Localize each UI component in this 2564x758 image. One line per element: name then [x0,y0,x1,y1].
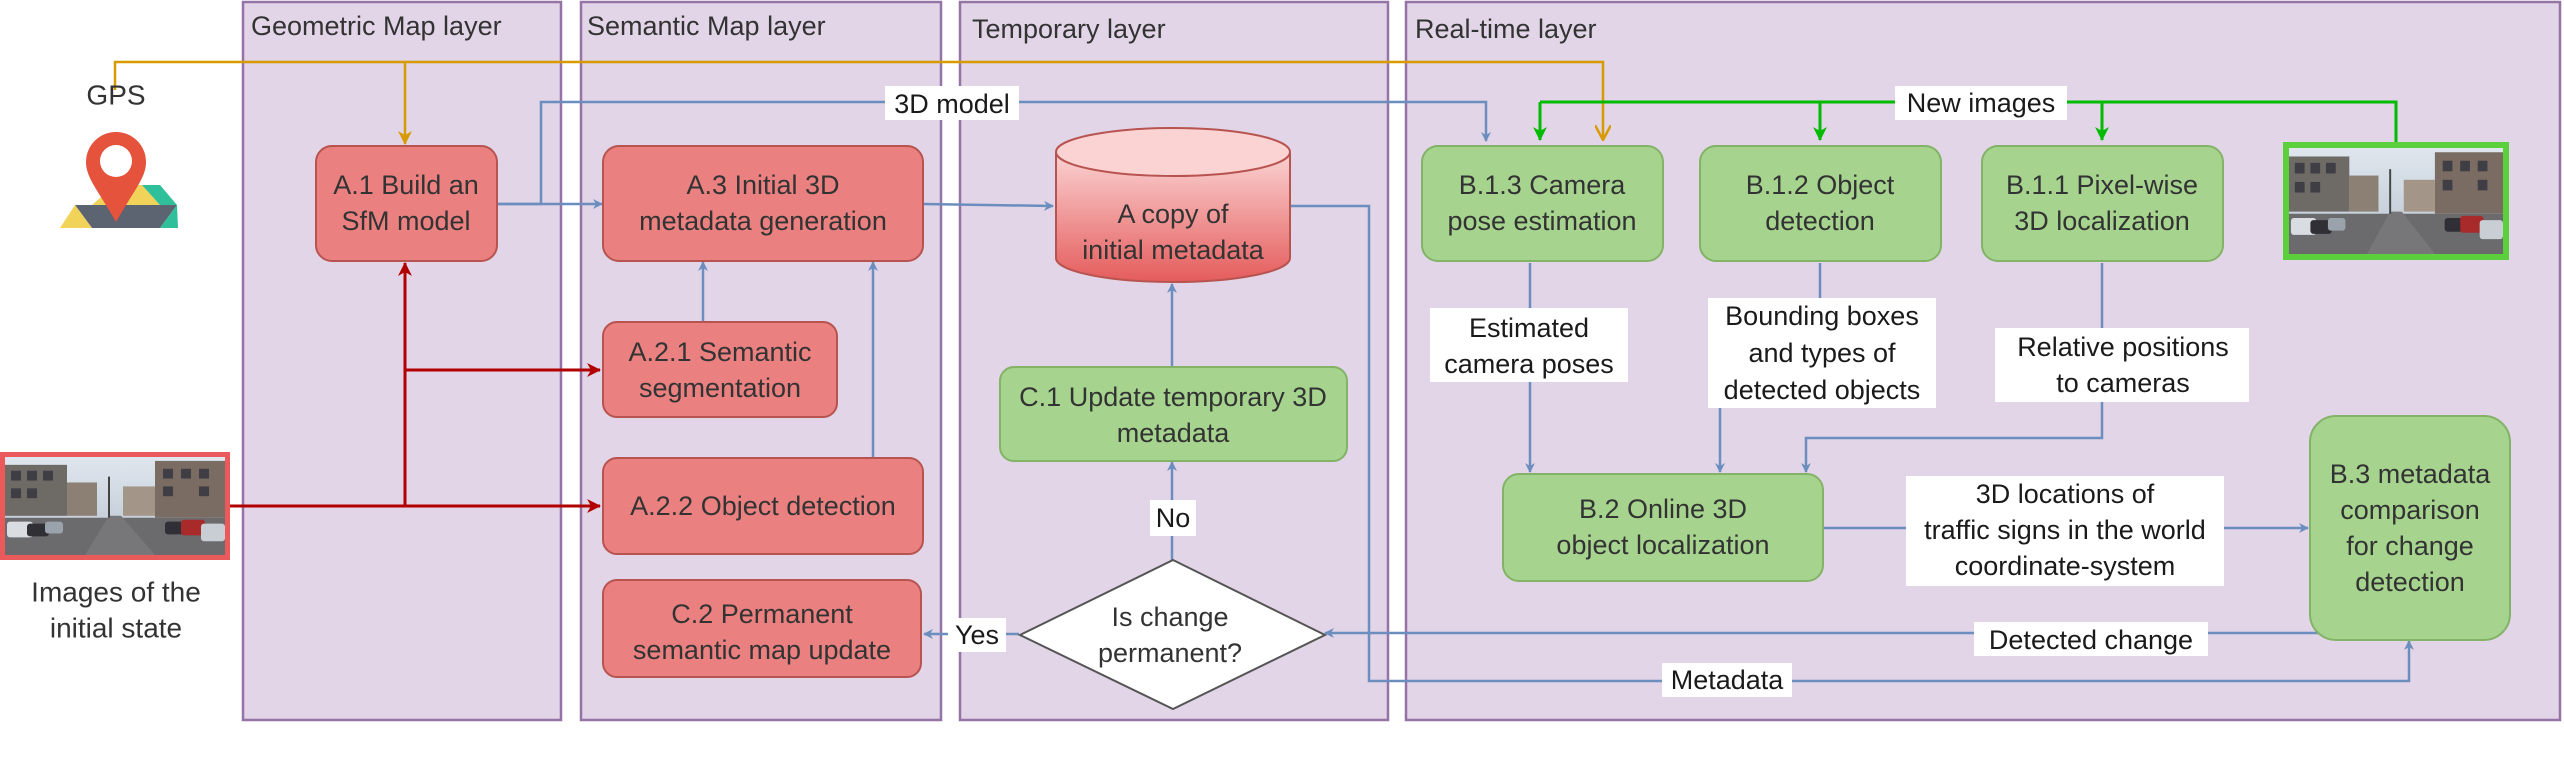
node-a22-line1: A.2.2 Object detection [630,491,896,521]
initial-images-label-line1: Images of the [31,577,201,608]
node-a1: A.1 Build an SfM model [315,145,498,262]
new-image-input [2283,142,2509,260]
node-b2-line2: object localization [1556,530,1769,560]
node-decision: Is change permanent? [1017,558,1328,711]
label-estimated-poses-line2: camera poses [1444,349,1614,379]
node-b12: B.1.2 Object detection [1699,145,1942,262]
initial-images-label-line2: initial state [50,613,182,644]
edge-a3-to-db [923,200,1054,211]
node-a3-line2: metadata generation [639,206,887,236]
edge-gps-to-b13 [405,60,1603,140]
edge-new-images [1540,100,2398,142]
node-b13: B.1.3 Camera pose estimation [1421,145,1664,262]
node-a22: A.2.2 Object detection [602,457,924,555]
node-b12-line2: detection [1765,206,1875,236]
lane-geometric-map: Geometric Map layer [241,0,563,722]
node-a1-line2: SfM model [341,206,470,236]
node-a21: A.2.1 Semantic segmentation [602,321,838,418]
node-b3-line4: detection [2355,567,2465,597]
node-b2: B.2 Online 3D object localization [1502,473,1824,582]
label-new-images-text: New images [1907,88,2056,118]
street-photo-initial [5,457,225,555]
node-db-line2: initial metadata [1082,235,1265,265]
label-bounding-boxes-line2: and types of [1748,338,1896,368]
node-b3-line3: for change [2346,531,2474,561]
label-3d-model-text: 3D model [894,89,1010,119]
node-c1-line2: metadata [1117,418,1231,448]
node-decision-line2: permanent? [1098,638,1242,668]
gps-input: GPS [60,80,178,228]
node-a3: A.3 Initial 3D metadata generation [602,145,924,262]
label-3d-model: 3D model [885,86,1019,120]
street-photo-realtime [2289,148,2503,254]
label-new-images: New images [1895,86,2067,120]
initial-images-input: Images of the initial state [0,452,230,644]
node-db: A copy of initial metadata [1055,127,1291,283]
node-a21-line2: segmentation [639,373,801,403]
label-3d-locations-line1: 3D locations of [1976,479,2155,509]
label-detected-change-text: Detected change [1989,625,2193,655]
label-yes-text: Yes [955,620,999,650]
label-3d-locations-line3: coordinate-system [1955,551,2176,581]
lane-title-geometric: Geometric Map layer [251,11,502,41]
lane-title-semantic: Semantic Map layer [587,11,826,41]
node-c2-line2: semantic map update [633,635,891,665]
label-metadata: Metadata [1662,663,1792,697]
map-pin-icon [60,132,178,228]
lane-title-realtime: Real-time layer [1415,14,1597,44]
label-estimated-poses: Estimated camera poses [1430,308,1628,382]
node-b13-line1: B.1.3 Camera [1459,170,1627,200]
node-b11-line1: B.1.1 Pixel-wise [2006,170,2198,200]
edge-db-to-b3-metadata [1291,204,2414,683]
label-estimated-poses-line1: Estimated [1469,313,1589,343]
edge-gps-to-a1 [113,60,412,145]
node-a3-line1: A.3 Initial 3D [686,170,839,200]
node-b11-line2: 3D localization [2014,206,2190,236]
node-c1: C.1 Update temporary 3D metadata [999,366,1348,462]
label-bounding-boxes-line1: Bounding boxes [1725,301,1919,331]
node-a1-line1: A.1 Build an [333,170,479,200]
label-bounding-boxes: Bounding boxes and types of detected obj… [1708,298,1936,408]
label-relative-positions-line2: to cameras [2056,368,2190,398]
node-b13-line2: pose estimation [1447,206,1636,236]
label-no-text: No [1156,503,1191,533]
node-db-line1: A copy of [1117,199,1229,229]
node-b3: B.3 metadata comparison for change detec… [2309,415,2511,641]
node-b12-line1: B.1.2 Object [1746,170,1895,200]
label-detected-change: Detected change [1974,622,2208,656]
node-b3-line2: comparison [2340,495,2480,525]
label-3d-locations-line2: traffic signs in the world [1924,515,2206,545]
node-b3-line1: B.3 metadata [2330,459,2492,489]
node-decision-line1: Is change [1111,602,1228,632]
label-no: No [1150,500,1196,536]
node-b11: B.1.1 Pixel-wise 3D localization [1981,145,2224,262]
node-b2-line1: B.2 Online 3D [1579,494,1747,524]
edge-images-to-a1 [230,262,412,508]
node-c2: C.2 Permanent semantic map update [602,579,922,678]
node-a21-line1: A.2.1 Semantic [628,337,811,367]
lane-title-temporary: Temporary layer [972,14,1166,44]
node-c2-line1: C.2 Permanent [671,599,853,629]
label-yes: Yes [948,618,1006,652]
label-bounding-boxes-line3: detected objects [1724,375,1921,405]
node-c1-line1: C.1 Update temporary 3D [1019,382,1327,412]
label-3d-locations: 3D locations of traffic signs in the wor… [1906,476,2224,586]
label-relative-positions-line1: Relative positions [2017,332,2229,362]
label-relative-positions: Relative positions to cameras [1995,328,2249,402]
gps-label: GPS [86,80,145,111]
label-metadata-text: Metadata [1671,665,1785,695]
